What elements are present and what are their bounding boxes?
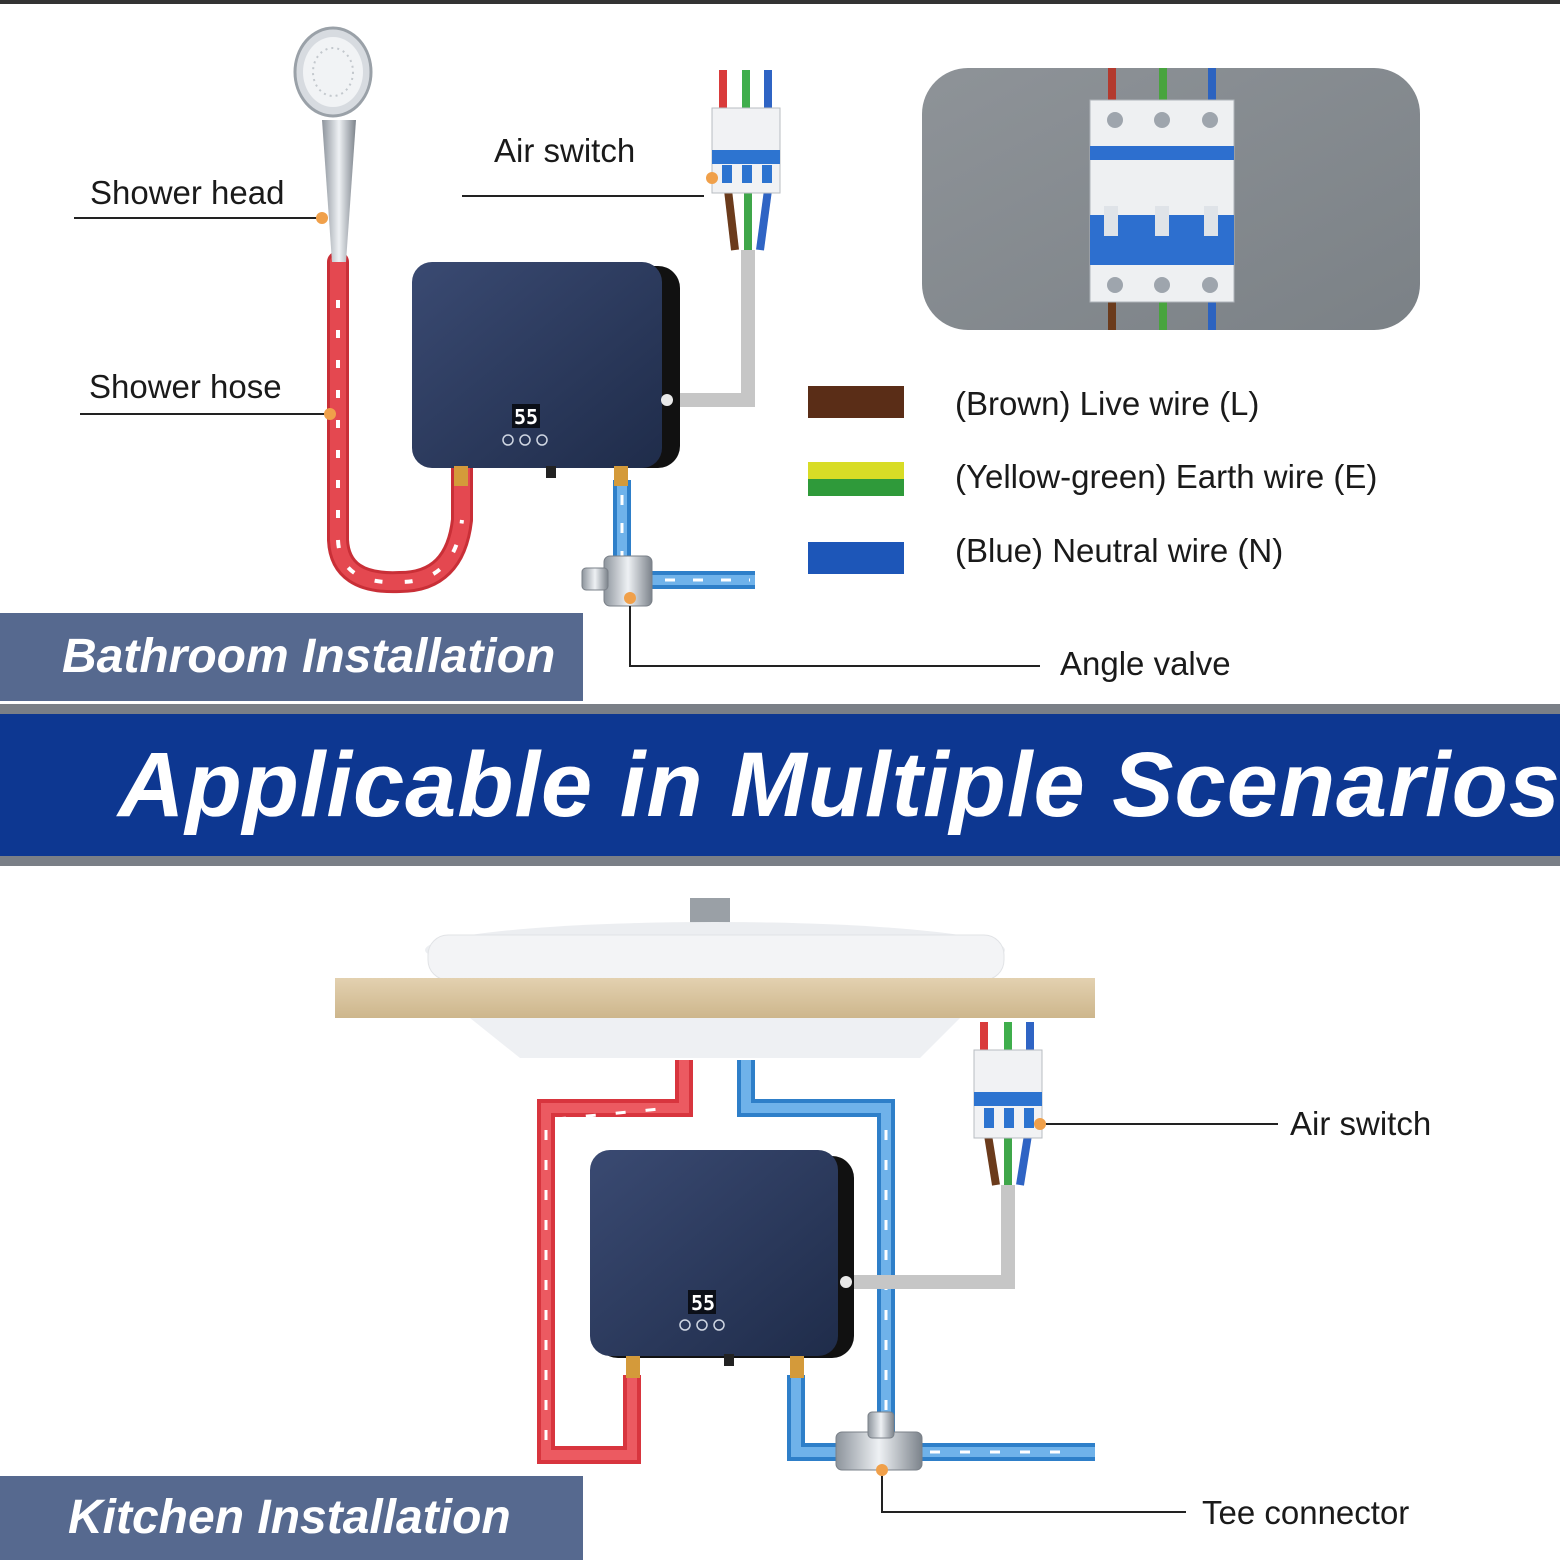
air-switch-kitchen-illustration <box>973 1049 1046 1139</box>
scenario-banner: Applicable in Multiple Scenarios <box>0 714 1560 856</box>
legend-earth-wire: (Yellow-green) Earth wire (E) <box>955 458 1378 495</box>
air-switch-label-bathroom: Air switch <box>494 132 636 169</box>
bathroom-leader-lines <box>74 195 1040 667</box>
kitchen-installation-tag: Kitchen Installation <box>0 1476 583 1560</box>
heater-display-bathroom: 55 <box>514 405 539 429</box>
hot-water-pipe-kitchen <box>537 1060 693 1464</box>
wires-kitchen <box>980 1022 1034 1186</box>
cold-water-pipe-kitchen <box>737 1060 1095 1461</box>
legend-neutral-wire: (Blue) Neutral wire (N) <box>955 532 1284 569</box>
sink-illustration <box>335 898 1095 1058</box>
banner-bottom-edge <box>0 856 1560 866</box>
legend-swatch-blue <box>808 542 904 574</box>
shower-head-illustration <box>293 26 373 262</box>
banner-top-edge <box>0 704 1560 714</box>
wires-bathroom <box>719 70 772 251</box>
shower-head-label: Shower head <box>90 174 285 211</box>
heater-display-kitchen: 55 <box>691 1291 716 1315</box>
air-switch-bathroom-illustration <box>706 107 781 194</box>
bathroom-installation-text: Bathroom Installation <box>62 630 556 683</box>
shower-head-marker <box>316 212 328 224</box>
breaker-photo <box>922 68 1420 330</box>
legend-swatch-brown <box>808 386 904 418</box>
tee-connector-label: Tee connector <box>1202 1494 1410 1531</box>
bathroom-installation-tag: Bathroom Installation <box>0 613 583 701</box>
cold-water-pipe-bathroom <box>613 480 755 589</box>
shower-hose <box>327 251 473 594</box>
angle-valve-illustration <box>581 555 653 607</box>
banner-title: Applicable in Multiple Scenarios <box>118 734 1560 836</box>
kitchen-leader-lines <box>881 1123 1278 1513</box>
water-heater-kitchen <box>590 1150 854 1378</box>
power-cable-kitchen <box>852 1185 1015 1289</box>
legend-live-wire: (Brown) Live wire (L) <box>955 385 1260 422</box>
air-switch-label-kitchen: Air switch <box>1290 1105 1432 1142</box>
shower-hose-marker <box>324 408 336 420</box>
angle-valve-label: Angle valve <box>1060 645 1231 682</box>
tee-connector-illustration <box>835 1411 923 1476</box>
water-heater-bathroom <box>412 262 680 486</box>
top-border <box>0 0 1560 4</box>
kitchen-installation-text: Kitchen Installation <box>68 1491 511 1544</box>
power-cable-bathroom <box>676 250 755 407</box>
legend-swatch-yellow-green <box>808 462 904 496</box>
shower-hose-label: Shower hose <box>89 368 282 405</box>
